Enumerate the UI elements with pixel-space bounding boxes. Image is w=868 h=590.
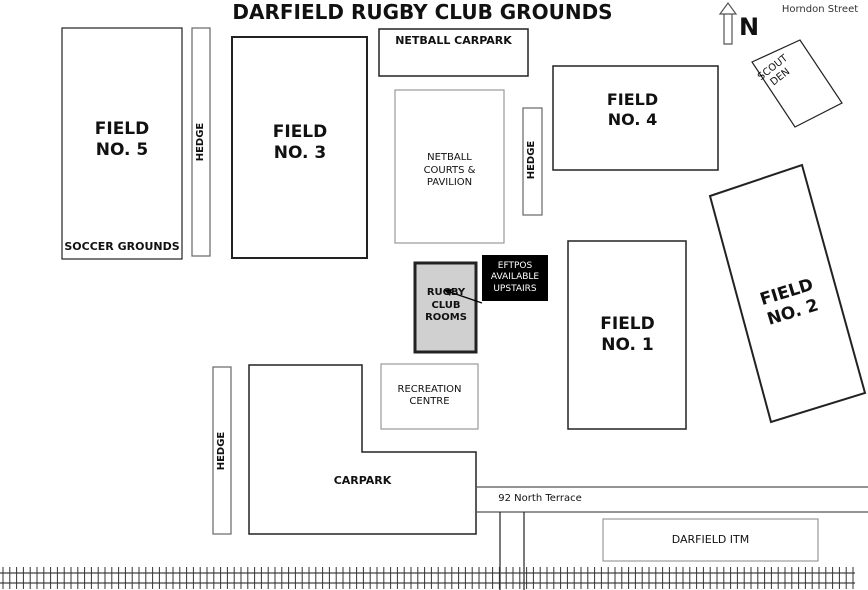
north-arrow-icon [723,11,733,45]
rugby-rooms-label[interactable]: RUGBY CLUB ROOMS [425,287,467,324]
hedge-label: HEDGE [194,122,206,162]
field4-label[interactable]: FIELD NO. 4 [606,90,659,129]
hedge-shape [191,27,211,257]
netball-carpark-shape [378,28,529,77]
carpark-label[interactable]: CARPARK [333,474,392,488]
itm-shape [602,518,819,562]
hedge-shape [522,107,543,216]
street-label: 92 North Terrace [498,492,582,504]
field5-shape [61,27,183,260]
hedge-shape [212,366,232,535]
field4-shape [552,65,719,171]
hedge-label: HEDGE [525,140,537,180]
page-title: DARFIELD RUGBY CLUB GROUNDS [232,0,613,24]
hedge-label: HEDGE [215,431,227,471]
recreation-label[interactable]: RECREATION CENTRE [397,383,462,408]
soccer-label: SOCCER GROUNDS [64,240,180,254]
recreation-shape [380,363,479,430]
field2-shape [708,163,867,424]
field5-label[interactable]: FIELD NO. 5 [94,118,150,160]
eftpos-shape [482,255,548,301]
north-label: N [738,13,760,41]
rugby-rooms-shape [413,261,478,354]
netball-courts-label[interactable]: NETBALL COURTS & PAVILION [423,152,476,189]
itm-label[interactable]: DARFIELD ITM [671,533,750,547]
street-label: Horndon Street [781,3,859,15]
eftpos-label: EFTPOS AVAILABLE UPSTAIRS [490,261,540,294]
field3-label[interactable]: FIELD NO. 3 [272,121,328,163]
field3-shape [231,36,368,259]
scout-den-shape [751,39,843,128]
netball-carpark-label[interactable]: NETBALL CARPARK [395,34,512,48]
field1-label[interactable]: FIELD NO. 1 [600,313,655,355]
carpark-shape [248,364,477,535]
field1-shape [567,240,687,430]
netball-courts-shape [394,89,505,244]
